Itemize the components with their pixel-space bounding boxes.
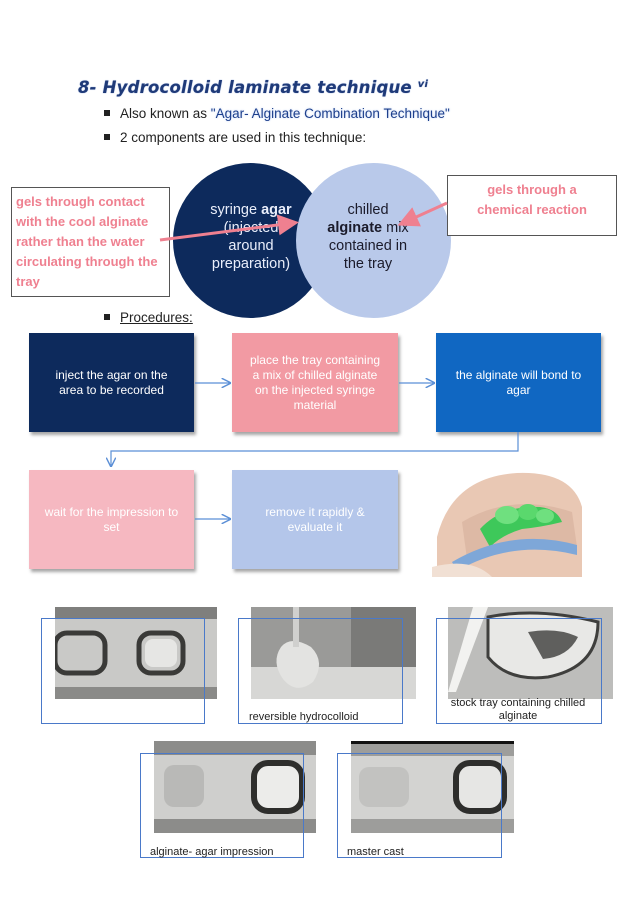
photo-frame-4 — [140, 753, 304, 858]
step-alginate-bond: the alginate will bond to agar — [436, 333, 601, 432]
bullet-square-icon — [104, 134, 110, 141]
arrow-step3-step4 — [111, 432, 519, 466]
bullet-square-icon — [104, 110, 110, 117]
photo-frame-5 — [337, 753, 502, 858]
pink-arrow-right — [397, 201, 448, 227]
callout-alginate-gelation: gels through a chemical reaction — [447, 175, 617, 236]
photo-stock-tray — [448, 607, 613, 699]
caption-alginate-agar-impression: alginate- agar impression — [150, 846, 274, 858]
step-inject-agar: inject the agar on the area to be record… — [29, 333, 194, 432]
photo-frame-3 — [436, 618, 602, 724]
bullet-aka: Also known as "Agar- Alginate Combinatio… — [104, 106, 450, 121]
reference-superscript: vi — [417, 78, 429, 90]
photo-reversible-hydrocolloid — [251, 607, 416, 699]
photo-impression-tray — [432, 467, 582, 577]
bullet-procedures: Procedures: — [104, 310, 193, 325]
bullet-square-icon — [104, 314, 110, 321]
photo-impression-closeup — [55, 607, 217, 699]
technique-alt-name: "Agar- Alginate Combination Technique" — [210, 106, 450, 121]
caption-reversible-hydrocolloid: reversible hydrocolloid — [249, 711, 359, 723]
venn-text-agar: syringe agar (injected around preparatio… — [210, 202, 292, 272]
step-place-tray: place the tray containing a mix of chill… — [232, 333, 398, 432]
photo-frame-2 — [238, 618, 403, 724]
pink-arrow-left — [159, 214, 299, 242]
bullet-components: 2 components are used in this technique: — [104, 130, 366, 145]
caption-stock-tray: stock tray containing chilled alginate — [450, 697, 586, 722]
step-remove-evaluate: remove it rapidly & evaluate it — [232, 470, 398, 569]
venn-circle-alginate — [296, 163, 451, 318]
step-wait-set: wait for the impression to set — [29, 470, 194, 569]
callout-agar-gelation: gels through contact with the cool algin… — [11, 187, 170, 297]
caption-master-cast: master cast — [347, 846, 404, 858]
photo-frame-1 — [41, 618, 205, 724]
photo-alginate-agar-impression — [154, 741, 316, 833]
photo-master-cast — [351, 741, 514, 833]
